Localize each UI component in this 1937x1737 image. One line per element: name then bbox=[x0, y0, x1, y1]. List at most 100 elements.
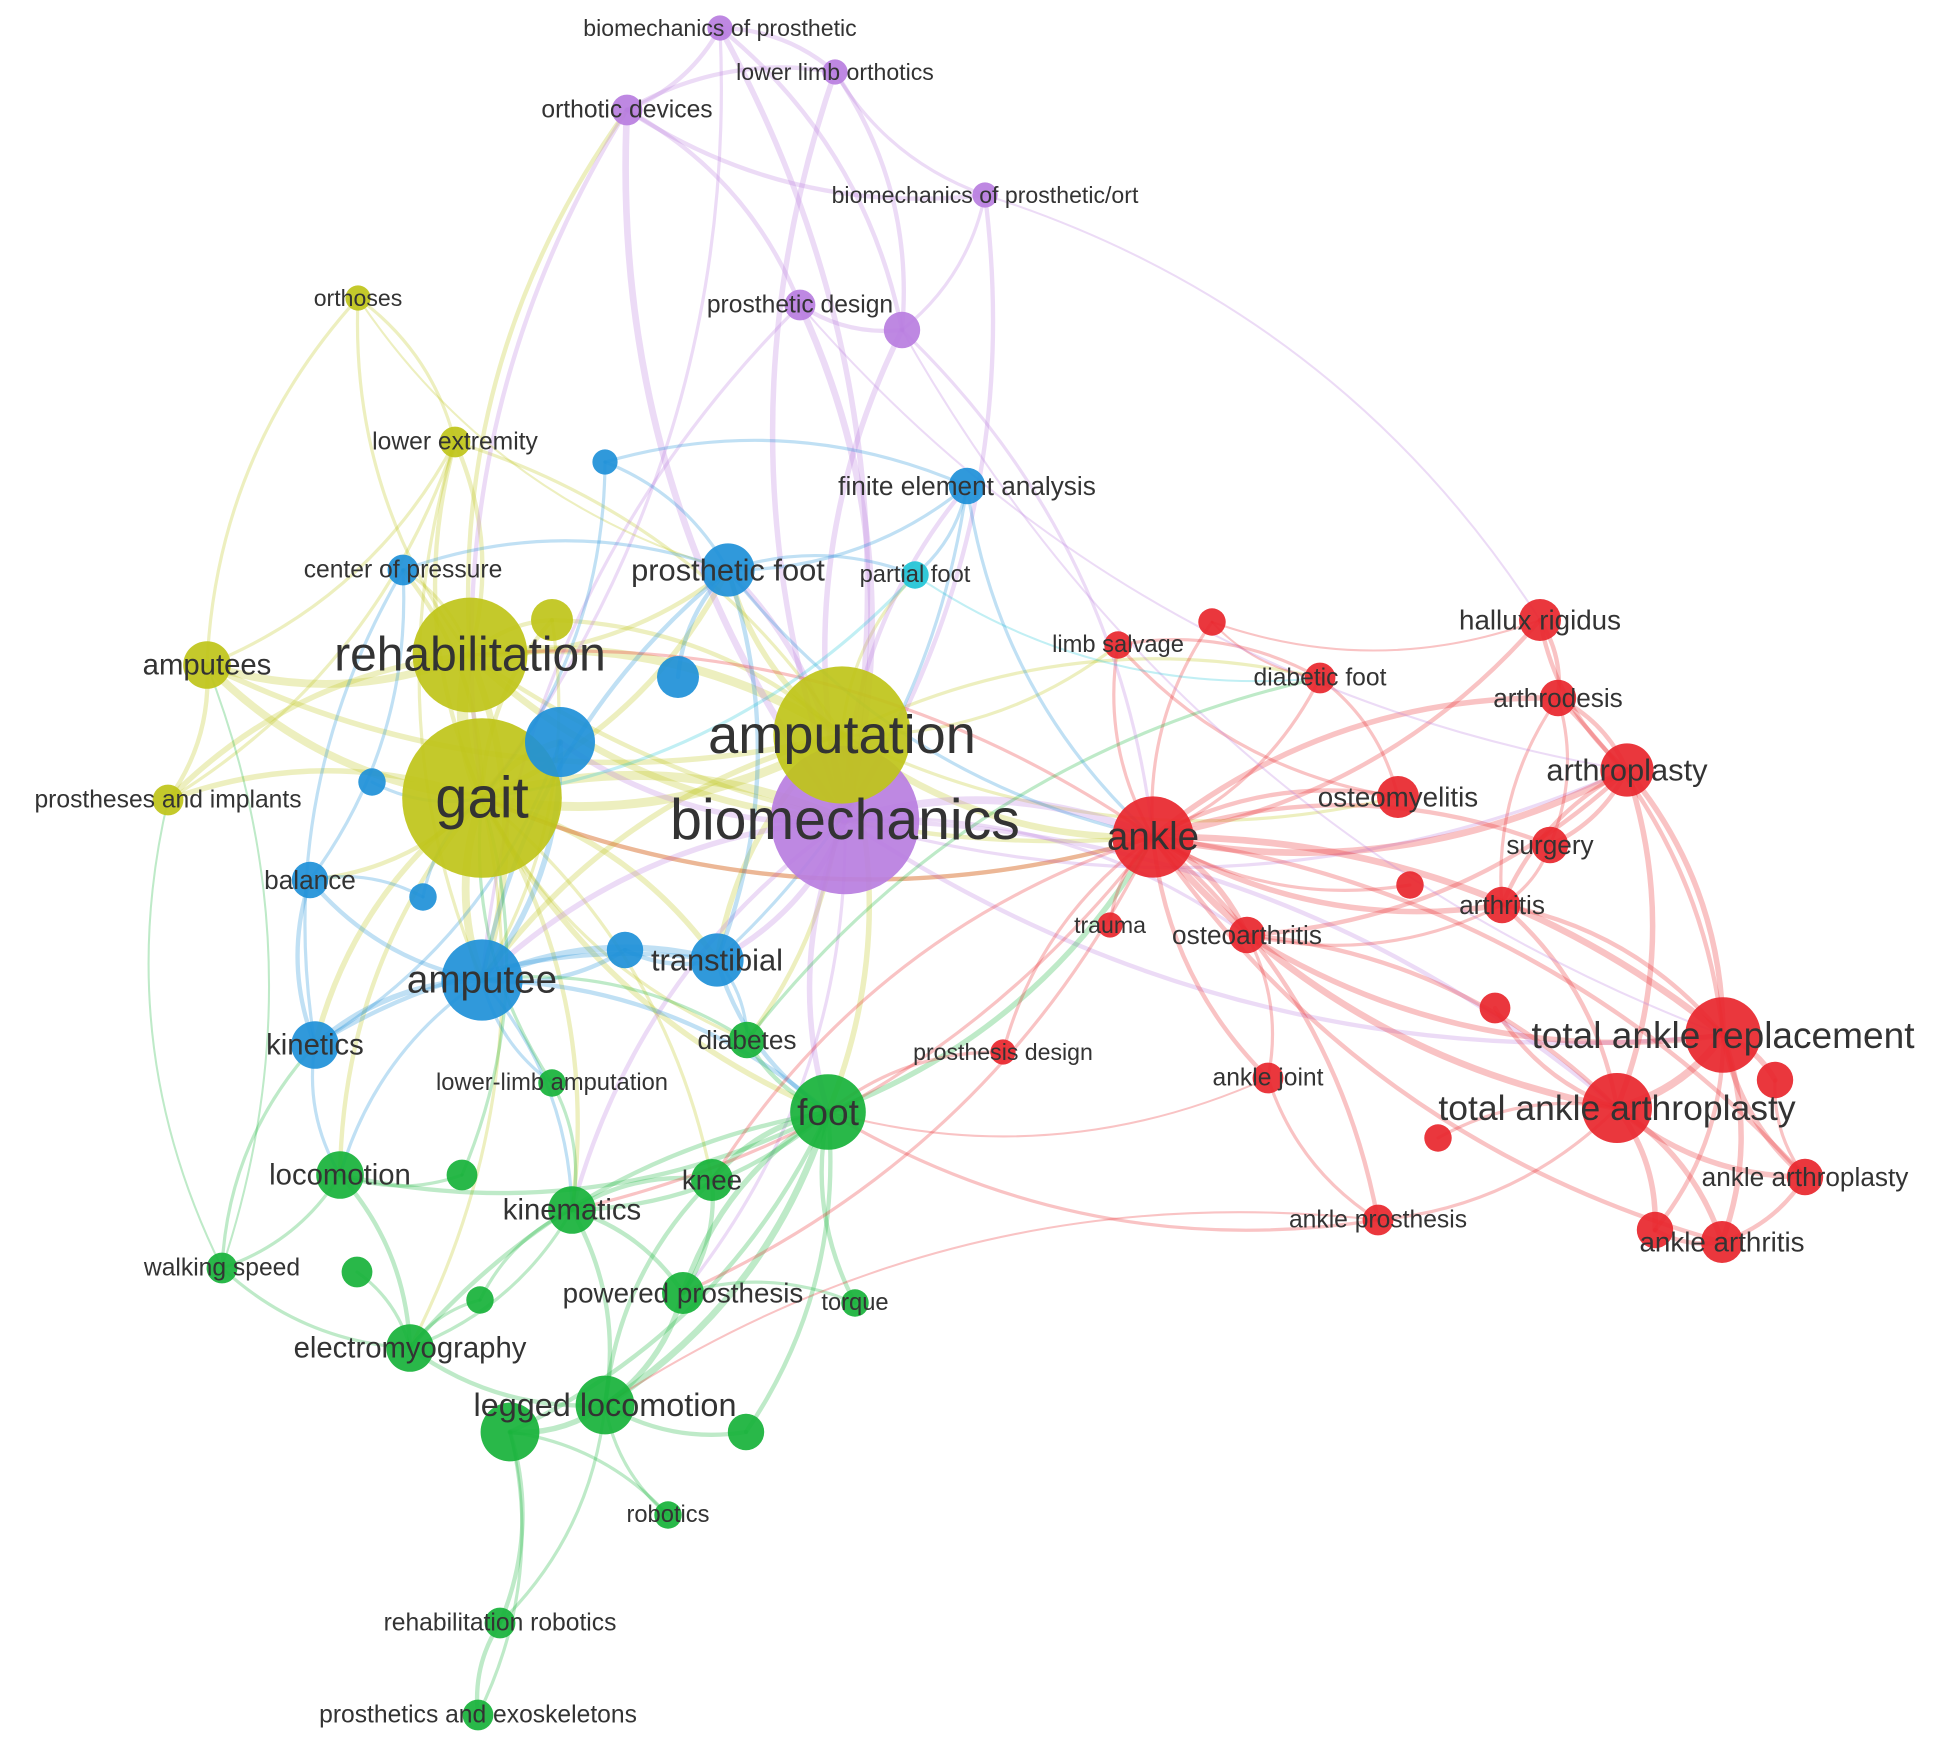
node-red-small-top[interactable] bbox=[1198, 608, 1226, 636]
node-amputee[interactable] bbox=[441, 939, 523, 1021]
node-biomech-prosthetic-ort[interactable] bbox=[972, 182, 998, 208]
node-lower-limb-orthotics[interactable] bbox=[822, 59, 848, 85]
edge-ankle-ankle_prosthesis bbox=[1150, 834, 1381, 1223]
node-gait[interactable] bbox=[402, 718, 562, 878]
node-kinetics[interactable] bbox=[291, 1021, 339, 1069]
node-green-small4[interactable] bbox=[480, 1402, 540, 1462]
edge-legged_locomotion-rehab_robotics bbox=[498, 1403, 607, 1625]
node-ankle-arthritis[interactable] bbox=[1701, 1221, 1743, 1263]
node-ankle-prosthesis[interactable] bbox=[1362, 1204, 1394, 1236]
node-foot[interactable] bbox=[790, 1074, 866, 1150]
node-green-small3[interactable] bbox=[466, 1286, 494, 1314]
node-diabetic-foot[interactable] bbox=[1304, 662, 1336, 694]
node-blue-small3[interactable] bbox=[358, 768, 386, 796]
label-center-of-pressure: center of pressure bbox=[304, 557, 503, 584]
node-prosthetic-design[interactable] bbox=[784, 289, 816, 321]
edge-osteomyelitis-limb_salvage bbox=[1116, 643, 1400, 799]
node-red-small-low[interactable] bbox=[1424, 1124, 1452, 1152]
node-blue-small5[interactable] bbox=[606, 931, 644, 969]
edge-foot-locomotion bbox=[337, 1109, 831, 1196]
node-electromyography[interactable] bbox=[386, 1324, 434, 1372]
node-blue-small2[interactable] bbox=[657, 656, 699, 698]
node-trauma[interactable] bbox=[1097, 912, 1123, 938]
edge-total_ankle_arthroplasty-arthroplasty bbox=[1614, 767, 1656, 1111]
node-purple-small[interactable] bbox=[883, 311, 921, 349]
node-green-small1[interactable] bbox=[446, 1159, 478, 1191]
node-total-ankle-replacement[interactable] bbox=[1685, 997, 1761, 1073]
node-center-of-pressure[interactable] bbox=[387, 554, 419, 586]
edge-ankle_prosthesis-legged_locomotion bbox=[603, 1211, 1380, 1407]
node-prosthesis-design[interactable] bbox=[990, 1039, 1016, 1065]
node-powered-prosthesis[interactable] bbox=[662, 1272, 704, 1314]
edge-ankle-arthroplasty bbox=[1149, 766, 1631, 857]
edge-ankle-arthritis bbox=[1150, 834, 1505, 915]
node-red-small-right[interactable] bbox=[1756, 1061, 1794, 1099]
node-total-ankle-arthroplasty[interactable] bbox=[1582, 1073, 1652, 1143]
node-walking-speed[interactable] bbox=[206, 1252, 238, 1284]
node-arthritis[interactable] bbox=[1483, 886, 1521, 924]
label-lower-extremity: lower extremity bbox=[372, 429, 538, 456]
label-partial-foot: partial foot bbox=[860, 562, 971, 588]
node-surgery[interactable] bbox=[1531, 826, 1569, 864]
node-ankle-joint[interactable] bbox=[1252, 1062, 1284, 1094]
edge-biomechanics-arthroplasty bbox=[843, 768, 1629, 870]
node-rehabilitation[interactable] bbox=[412, 597, 528, 713]
node-legged-locomotion[interactable] bbox=[575, 1375, 635, 1435]
node-diabetes[interactable] bbox=[728, 1021, 766, 1059]
label-locomotion: locomotion bbox=[269, 1159, 411, 1192]
node-lower-limb-amp[interactable] bbox=[538, 1069, 566, 1097]
edge-purple_small-total_ankle_replacement bbox=[900, 328, 1725, 1037]
label-amputee: amputee bbox=[407, 959, 557, 1002]
label-lower-limb-amp: lower-limb amputation bbox=[436, 1070, 668, 1096]
node-blue-small1[interactable] bbox=[592, 449, 618, 475]
node-partial-foot[interactable] bbox=[901, 561, 929, 589]
edge-foot-electromyography bbox=[407, 1109, 831, 1351]
node-arthroplasty[interactable] bbox=[1600, 743, 1654, 797]
node-ankle-arthroplasty[interactable] bbox=[1786, 1158, 1824, 1196]
node-locomotion[interactable] bbox=[316, 1151, 364, 1199]
node-osteomyelitis[interactable] bbox=[1377, 776, 1419, 818]
node-yellow-small[interactable] bbox=[531, 599, 573, 641]
node-red-small-mid[interactable] bbox=[1396, 871, 1424, 899]
node-green-small2[interactable] bbox=[341, 1256, 373, 1288]
node-transtibial[interactable] bbox=[690, 933, 744, 987]
node-robotics[interactable] bbox=[654, 1501, 682, 1529]
edge-ankle-total_ankle_arthroplasty bbox=[1149, 833, 1621, 1112]
node-blue-mid[interactable] bbox=[525, 707, 595, 777]
label-surgery: surgery bbox=[1506, 830, 1594, 860]
label-finite-element: finite element analysis bbox=[838, 471, 1096, 501]
label-ankle-arthroplasty: ankle arthroplasty bbox=[1702, 1162, 1910, 1192]
label-orthoses: orthoses bbox=[314, 285, 403, 311]
node-hallux-rigidus[interactable] bbox=[1519, 599, 1561, 641]
node-ankle[interactable] bbox=[1112, 796, 1194, 878]
node-limb-salvage[interactable] bbox=[1104, 631, 1132, 659]
node-red-small-low2[interactable] bbox=[1636, 1211, 1674, 1249]
node-osteoarthritis[interactable] bbox=[1228, 916, 1266, 954]
label-torque: torque bbox=[821, 1290, 888, 1316]
node-finite-element[interactable] bbox=[948, 467, 986, 505]
node-torque[interactable] bbox=[841, 1289, 869, 1317]
node-amputation[interactable] bbox=[773, 666, 911, 804]
node-balance[interactable] bbox=[291, 861, 329, 899]
node-orthotic-devices[interactable] bbox=[611, 94, 643, 126]
node-rehab-robotics[interactable] bbox=[484, 1607, 516, 1639]
edge-prostheses_implants-lower_extremity bbox=[166, 440, 457, 802]
edge-center_of_pressure-prosthetic_foot bbox=[401, 539, 730, 572]
label-kinematics: kinematics bbox=[503, 1194, 641, 1227]
node-prosthetic-foot[interactable] bbox=[701, 543, 755, 597]
node-orthoses[interactable] bbox=[345, 285, 371, 311]
node-amputees[interactable] bbox=[183, 641, 231, 689]
node-red-small-mid2[interactable] bbox=[1479, 992, 1511, 1024]
node-prosthetics-exo[interactable] bbox=[462, 1699, 494, 1731]
node-kinematics[interactable] bbox=[548, 1186, 596, 1234]
node-lower-extremity[interactable] bbox=[439, 426, 471, 458]
node-knee[interactable] bbox=[691, 1159, 733, 1201]
node-biomech-prosthetic[interactable] bbox=[707, 15, 733, 41]
node-green-small5[interactable] bbox=[727, 1413, 765, 1451]
label-osteoarthritis: osteoarthritis bbox=[1172, 920, 1322, 950]
node-blue-small4[interactable] bbox=[409, 883, 437, 911]
label-arthroplasty: arthroplasty bbox=[1546, 753, 1708, 788]
node-arthrodesis[interactable] bbox=[1539, 679, 1577, 717]
node-prostheses-implants[interactable] bbox=[152, 784, 184, 816]
